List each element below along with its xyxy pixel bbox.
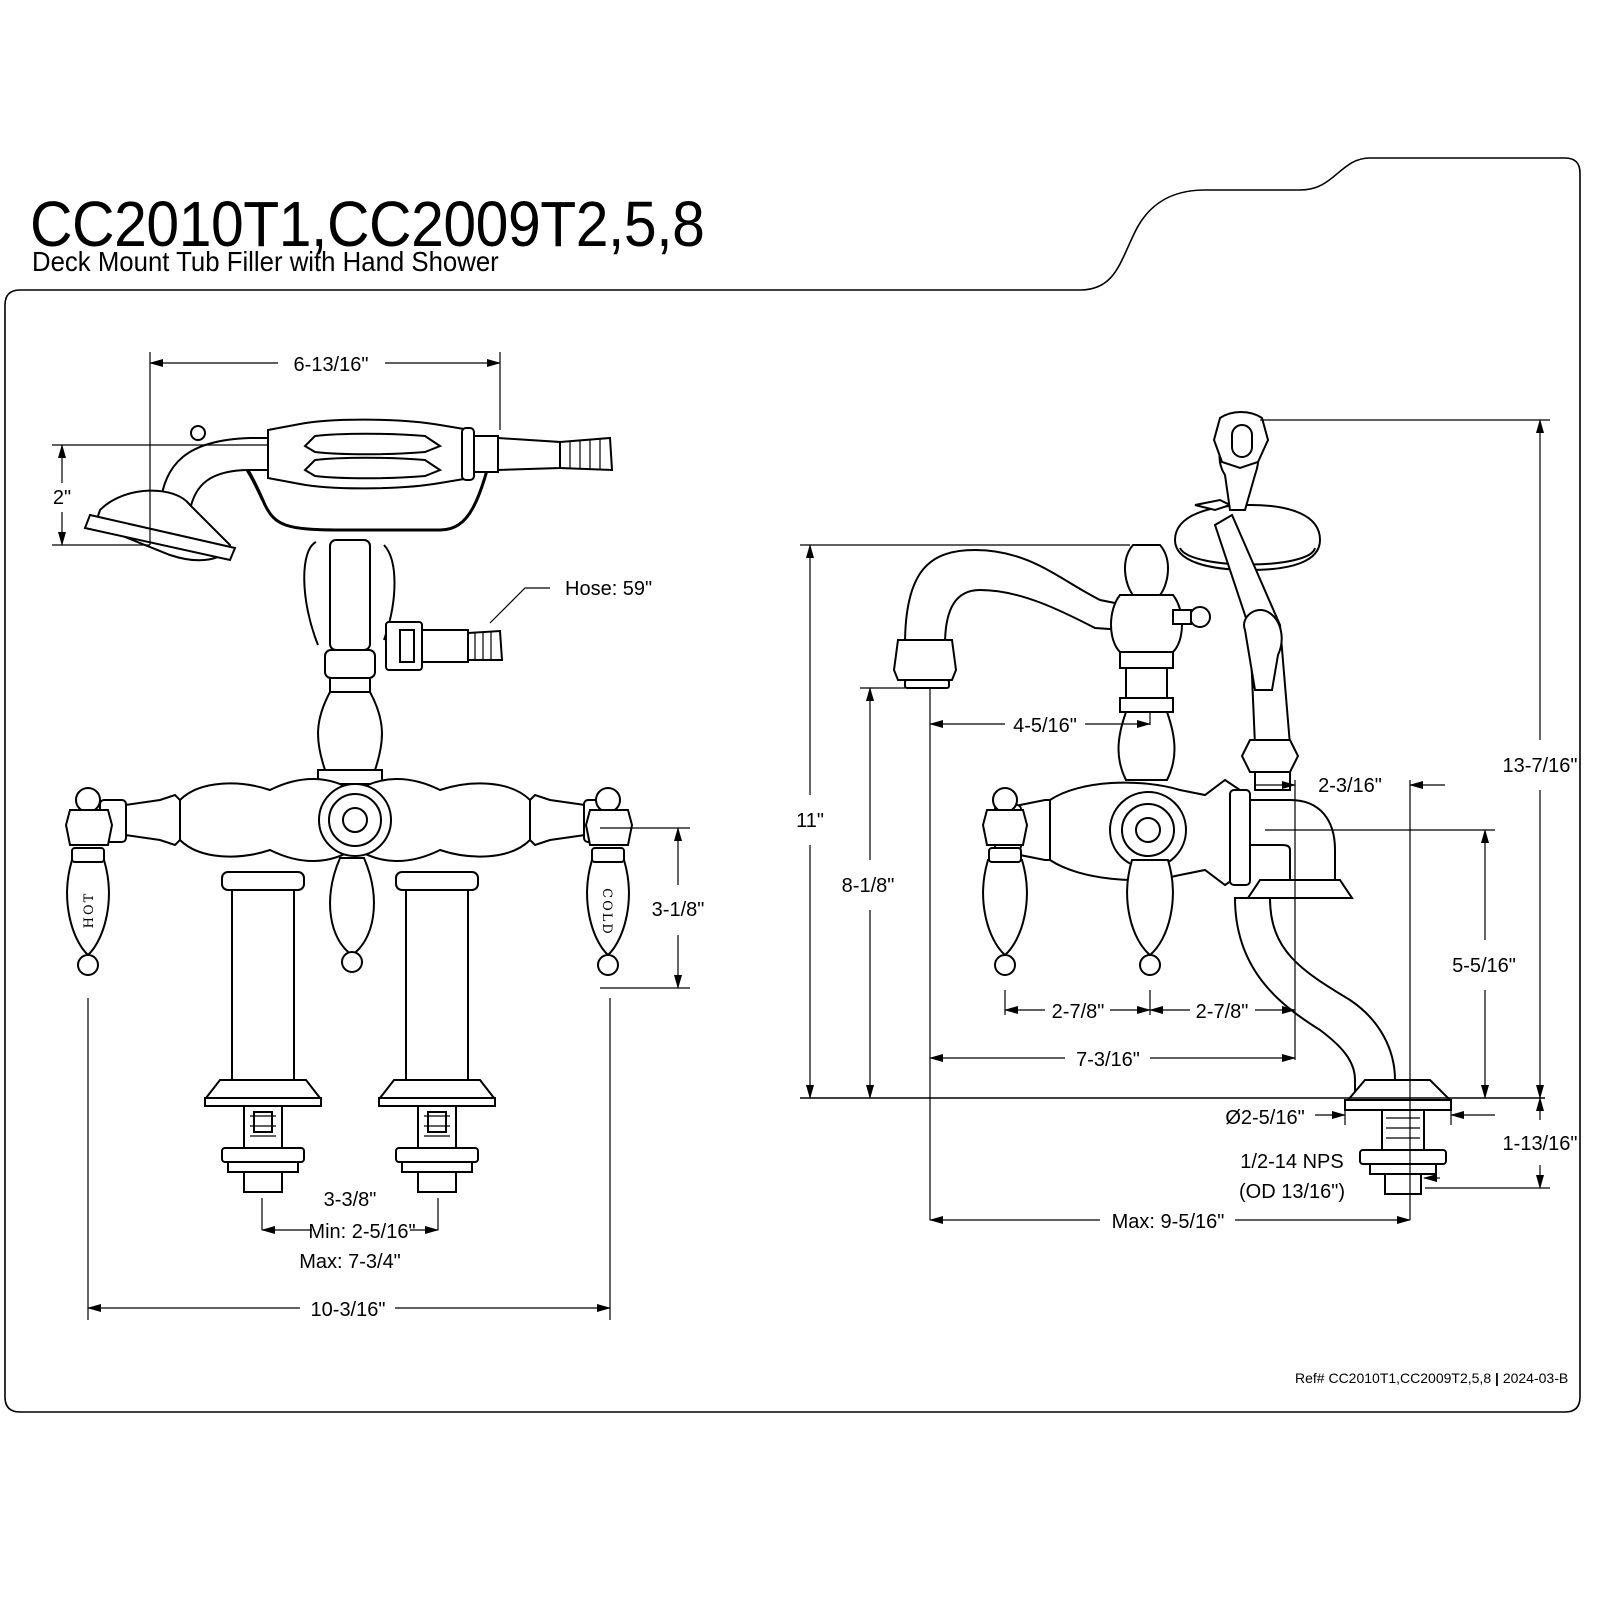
dim-overall-height: 13-7/16" — [1503, 755, 1578, 777]
side-view — [892, 411, 1453, 1195]
thread-spec: 1/2-14 NPS — [1240, 1151, 1343, 1173]
dim-handle-spacing-left: 2-7/8" — [1052, 1001, 1105, 1023]
front-view — [64, 418, 634, 1193]
hot-handle-label: HOT — [82, 892, 97, 929]
footer-reference: Ref# CC2010T1,CC2009T2,5,8 | 2024-03-B — [1295, 1371, 1568, 1385]
dim-base-reach: 7-3/16" — [1076, 1049, 1140, 1071]
ref-number: Ref# CC2010T1,CC2009T2,5,8 — [1295, 1370, 1492, 1386]
sheet-frame — [4, 157, 1581, 1413]
front-dimension-labels: 6-13/16" 2" Hose: 59" 3-1/8" 3-3/8" Min:… — [53, 354, 704, 1321]
thread-od: (OD 13/16") — [1239, 1181, 1345, 1203]
side-dimension-labels: 4-5/16" 11" 8-1/8" 2-3/16" 13-7/16" 5-5/… — [796, 715, 1577, 1233]
dim-shank-length: 1-13/16" — [1503, 1133, 1578, 1155]
dim-spout-reach: 4-5/16" — [1013, 715, 1077, 737]
dim-base-diameter: Ø2-5/16" — [1225, 1107, 1304, 1129]
cold-handle-label: COLD — [599, 888, 614, 936]
page-title: CC2010T1,CC2009T2,5,8 — [30, 188, 705, 260]
dim-width-top: 6-13/16" — [294, 354, 369, 376]
dim-handle-height: 3-1/8" — [652, 899, 705, 921]
dim-riser-offset: 2-3/16" — [1318, 775, 1382, 797]
dim-spacing-max: Max: 7-3/4" — [299, 1251, 401, 1273]
dim-riser-height: 5-5/16" — [1452, 955, 1516, 977]
ref-separator: | — [1495, 1370, 1499, 1386]
side-dimension-lines — [800, 419, 1550, 1224]
dim-height-11: 11" — [796, 810, 824, 832]
dim-spacing: 3-3/8" — [324, 1189, 377, 1211]
dim-spout-height: 8-1/8" — [842, 875, 895, 897]
dim-overall-width: 10-3/16" — [311, 1299, 386, 1321]
page-subtitle: Deck Mount Tub Filler with Hand Shower — [32, 246, 499, 277]
dim-handshower-height: 2" — [53, 487, 71, 509]
dim-handle-spacing-right: 2-7/8" — [1196, 1001, 1249, 1023]
dim-hose: Hose: 59" — [565, 578, 652, 600]
revision: 2024-03-B — [1502, 1370, 1569, 1386]
front-dimension-lines — [52, 352, 690, 1320]
dim-max-reach: Max: 9-5/16" — [1112, 1211, 1225, 1233]
dim-spacing-min: Min: 2-5/16" — [308, 1221, 415, 1243]
